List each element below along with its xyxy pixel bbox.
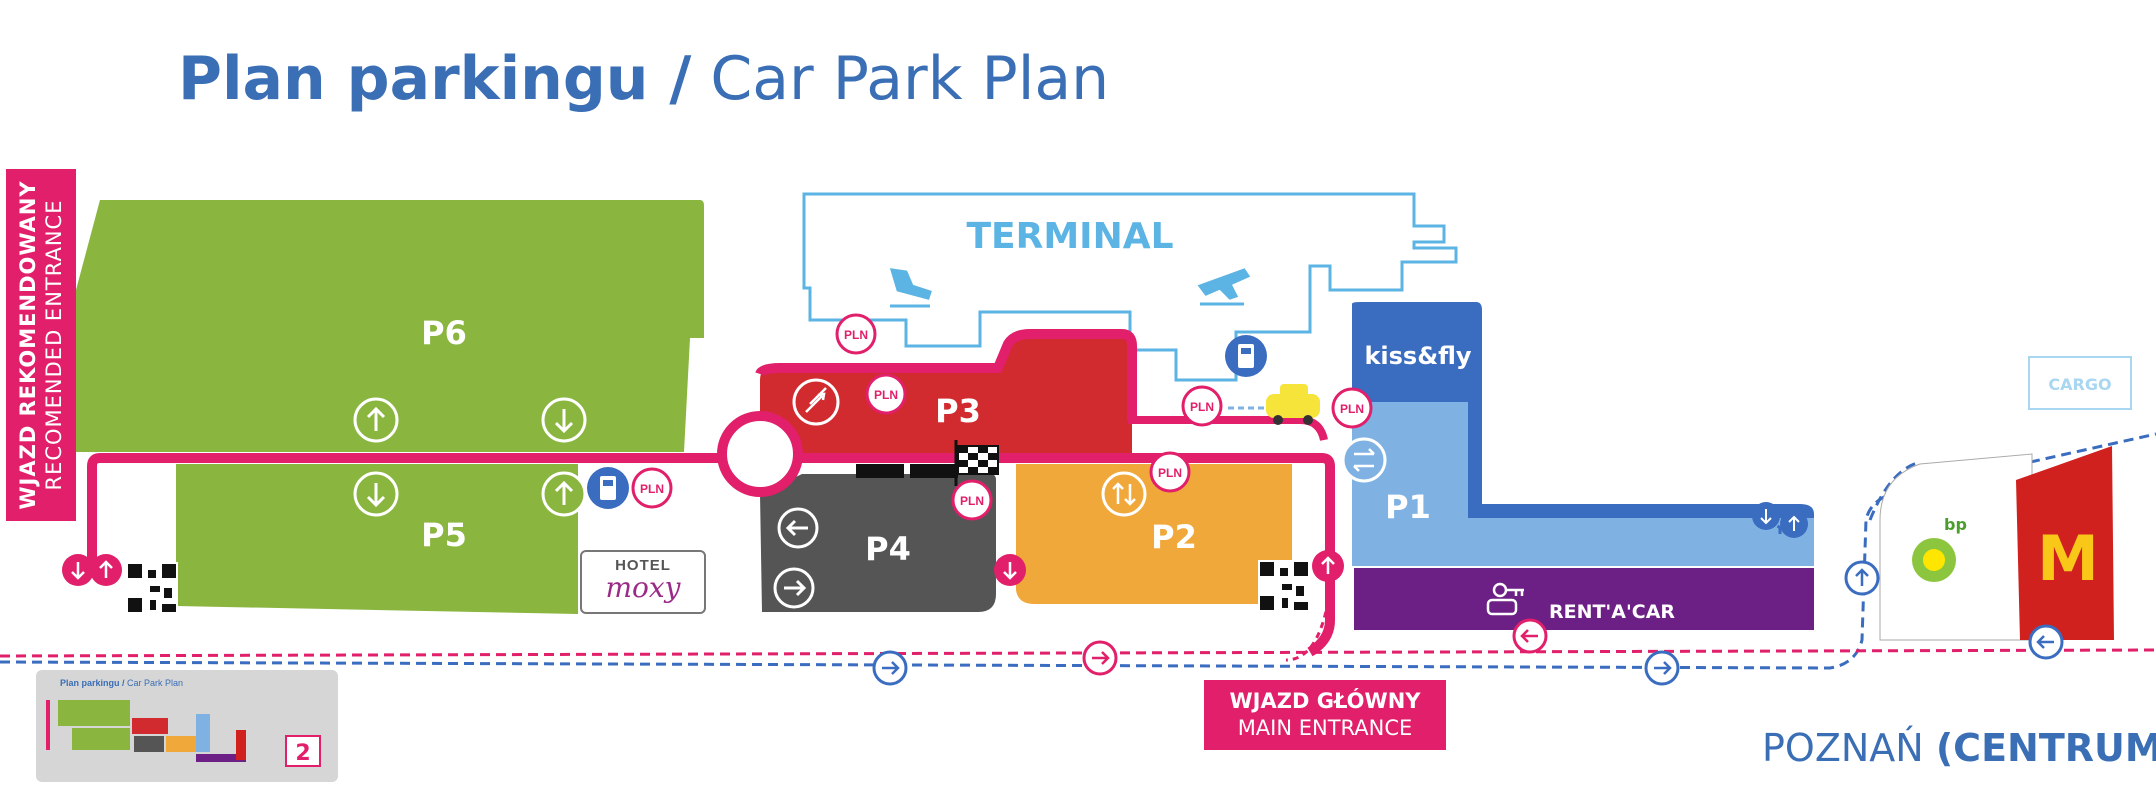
label-p4: P4 — [865, 530, 911, 568]
finish-flag-icon — [954, 440, 999, 486]
svg-text:PLN: PLN — [1158, 466, 1182, 480]
entrance-road — [1285, 589, 1332, 662]
hotel-brand: moxy — [605, 571, 681, 604]
p3-ring-road — [755, 329, 1137, 420]
pln-badge: PLN — [1331, 387, 1373, 429]
arrow-left-icon — [1512, 618, 1548, 654]
cargo-label: CARGO — [2028, 356, 2132, 410]
bp-station — [1879, 453, 2033, 641]
hotel-label: HOTEL — [615, 557, 671, 574]
svg-text:PLN: PLN — [1190, 400, 1214, 414]
pln-badge: PLN — [865, 373, 907, 415]
barrier-bar — [910, 464, 958, 478]
diagonal-arrows-icon — [792, 378, 840, 426]
hotel-moxy-sign: HOTEL moxy — [580, 550, 706, 614]
minimap-graphic: 2 — [46, 700, 321, 767]
main-entrance-line1: WJAZD GŁÓWNY — [1229, 689, 1421, 713]
street-pink — [0, 648, 2156, 658]
arrow-down-icon — [1752, 502, 1780, 530]
pay-machine-icon — [1225, 335, 1267, 377]
label-p6: P6 — [421, 314, 467, 352]
arrow-down-icon — [994, 554, 1026, 586]
terminal-outline — [802, 192, 1458, 382]
pln-badge: PLN — [1149, 451, 1191, 493]
svg-text:PLN: PLN — [874, 388, 898, 402]
arrow-up-icon — [1844, 560, 1880, 596]
arrow-right-icon — [1644, 650, 1680, 686]
two-way-arrow-icon — [1101, 471, 1147, 517]
qr-code-icon[interactable] — [126, 562, 178, 614]
label-kissfly: kiss&fly — [1364, 342, 1471, 370]
zone-rentacar[interactable] — [1354, 568, 1814, 630]
arrow-right-icon — [773, 567, 815, 609]
arrow-left-icon — [2028, 624, 2064, 660]
zone-p4[interactable] — [760, 474, 996, 612]
main-entrance-sign: WJAZD GŁÓWNY MAIN ENTRANCE — [1204, 680, 1446, 750]
svg-text:2: 2 — [295, 741, 310, 766]
pln-badge: PLN — [631, 467, 673, 509]
arrow-up-icon — [353, 397, 399, 443]
direction-suffix: (CENTRUM) — [1935, 726, 2156, 770]
main-entrance-line2: MAIN ENTRANCE — [1237, 716, 1413, 740]
title-bold: Plan parkingu / — [178, 44, 692, 114]
arrow-up-icon — [1312, 550, 1344, 582]
arrow-up-icon — [541, 471, 587, 517]
two-way-arrow-icon — [1341, 437, 1387, 483]
direction-poznan: POZNAŃ (CENTRUM) — [1762, 726, 2156, 770]
label-p2: P2 — [1151, 518, 1197, 556]
roundabout — [717, 411, 803, 497]
pln-badge: PLN — [951, 479, 993, 521]
key-car-icon — [1486, 582, 1524, 616]
zone-p2[interactable] — [1016, 464, 1292, 604]
zone-p6[interactable] — [76, 200, 704, 452]
page-title: Plan parkingu / Car Park Plan — [178, 44, 1109, 114]
pay-machine-icon — [587, 467, 629, 509]
main-road — [87, 453, 1335, 657]
bp-text: bp — [1944, 515, 1967, 534]
title-regular: Car Park Plan — [710, 44, 1110, 114]
zone-p1[interactable] — [1352, 402, 1814, 566]
minimap-title: Plan parkingu / Car Park Plan — [60, 678, 184, 688]
label-rentacar: RENT'A'CAR — [1549, 601, 1675, 623]
taxi-icon — [1266, 384, 1320, 425]
arrow-up-icon — [90, 554, 122, 586]
arrow-right-icon — [872, 650, 908, 686]
recommended-entrance-line2: RECOMENDED ENTRANCE — [42, 199, 66, 491]
arrow-down-icon — [541, 397, 587, 443]
label-p1: P1 — [1385, 488, 1431, 526]
zone-p5[interactable] — [176, 464, 578, 614]
mcdonalds-building — [2016, 446, 2114, 640]
plane-takeoff-icon — [1197, 268, 1251, 306]
plane-landing-icon — [889, 268, 932, 308]
qr-code-icon[interactable] — [1258, 560, 1310, 612]
svg-text:PLN: PLN — [1340, 402, 1364, 416]
mcdonalds-logo: M — [2037, 522, 2099, 595]
arrow-up-icon — [1780, 510, 1808, 538]
label-terminal: TERMINAL — [966, 216, 1173, 257]
arrow-down-icon — [353, 471, 399, 517]
road-p3-link — [1128, 416, 1328, 441]
svg-text:PLN: PLN — [640, 482, 664, 496]
street-blue — [0, 432, 2156, 670]
pln-badge: PLN — [835, 313, 877, 355]
arrow-right-icon — [1082, 640, 1118, 676]
barrier-bar — [856, 464, 904, 478]
direction-city: POZNAŃ — [1762, 726, 1924, 770]
svg-text:PLN: PLN — [844, 328, 868, 342]
pln-badge: PLN — [1181, 385, 1223, 427]
svg-text:PLN: PLN — [960, 494, 984, 508]
minimap-thumbnail[interactable]: Plan parkingu / Car Park Plan 2 — [36, 670, 338, 782]
arrow-left-icon — [777, 507, 819, 549]
arrow-down-icon — [62, 554, 94, 586]
recommended-entrance-line1: WJAZD REKOMENDOWANY — [16, 180, 40, 510]
label-p3: P3 — [935, 392, 981, 430]
label-p5: P5 — [421, 516, 467, 554]
